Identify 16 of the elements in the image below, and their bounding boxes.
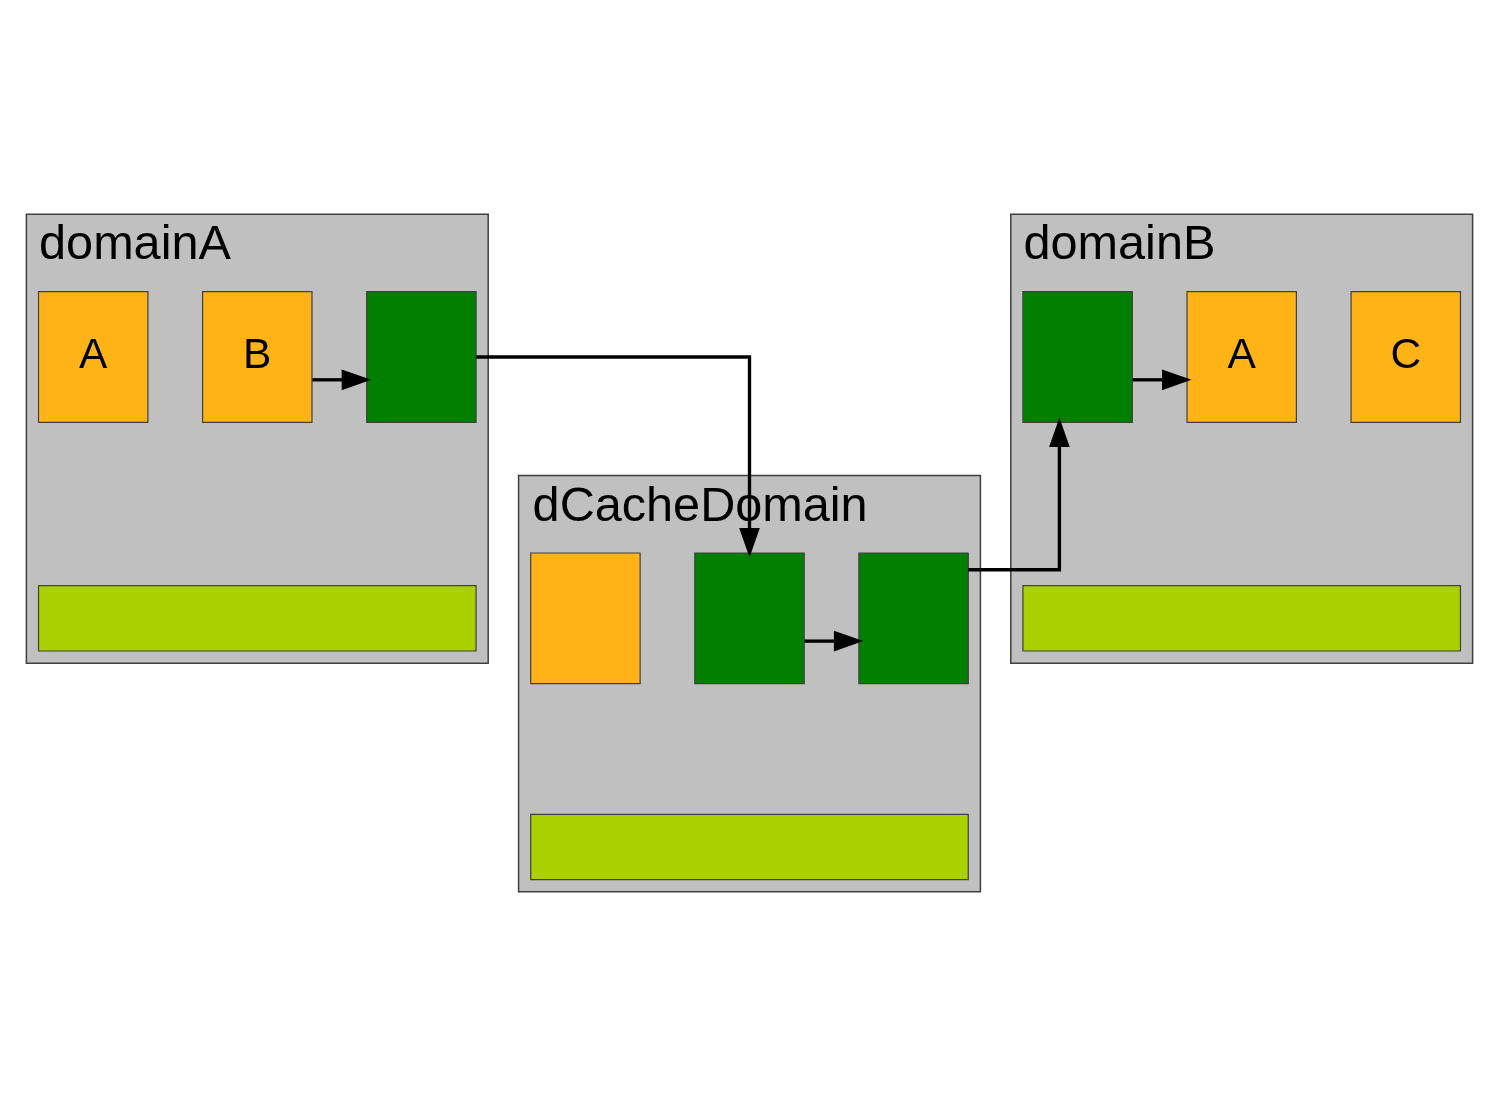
node-box <box>530 552 641 685</box>
node-box <box>366 291 477 423</box>
node-bar <box>530 813 969 881</box>
arrow <box>1132 369 1192 391</box>
node-box: C <box>1350 291 1462 423</box>
node-box <box>858 552 969 685</box>
node-box: A <box>37 291 149 423</box>
node-box <box>1022 291 1133 423</box>
node-box: B <box>202 291 313 423</box>
node-box: A <box>1186 291 1297 423</box>
arrow <box>968 417 1070 572</box>
arrow <box>312 369 372 391</box>
node-bar <box>37 585 477 652</box>
node-bar <box>1022 585 1462 652</box>
node-box <box>694 552 805 685</box>
arrow <box>804 630 864 652</box>
